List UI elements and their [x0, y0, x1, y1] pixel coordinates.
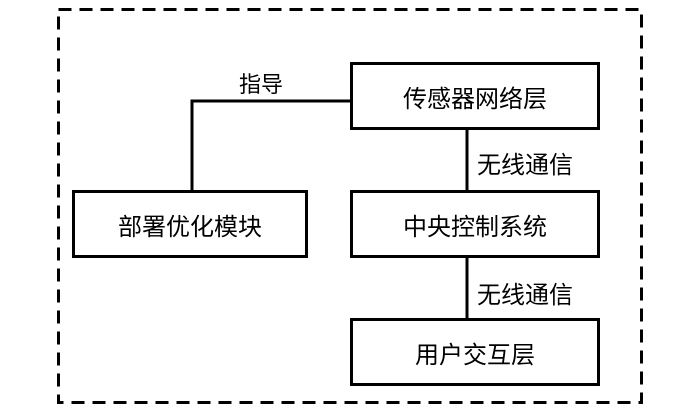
outer-dashed-border — [57, 8, 643, 404]
edge-label-wireless-communication-2: 无线通信 — [477, 282, 573, 309]
edge-label-guidance: 指导 — [238, 72, 283, 97]
node-deployment-optimization-module: 部署优化模块 — [72, 190, 308, 258]
node-central-control-system: 中央控制系统 — [350, 190, 600, 258]
edge-guidance-line — [190, 99, 350, 190]
node-user-interaction-layer: 用户交互层 — [350, 318, 600, 386]
node-sensor-network-layer: 传感器网络层 — [350, 62, 600, 130]
edge-label-wireless-communication-1: 无线通信 — [477, 152, 573, 179]
